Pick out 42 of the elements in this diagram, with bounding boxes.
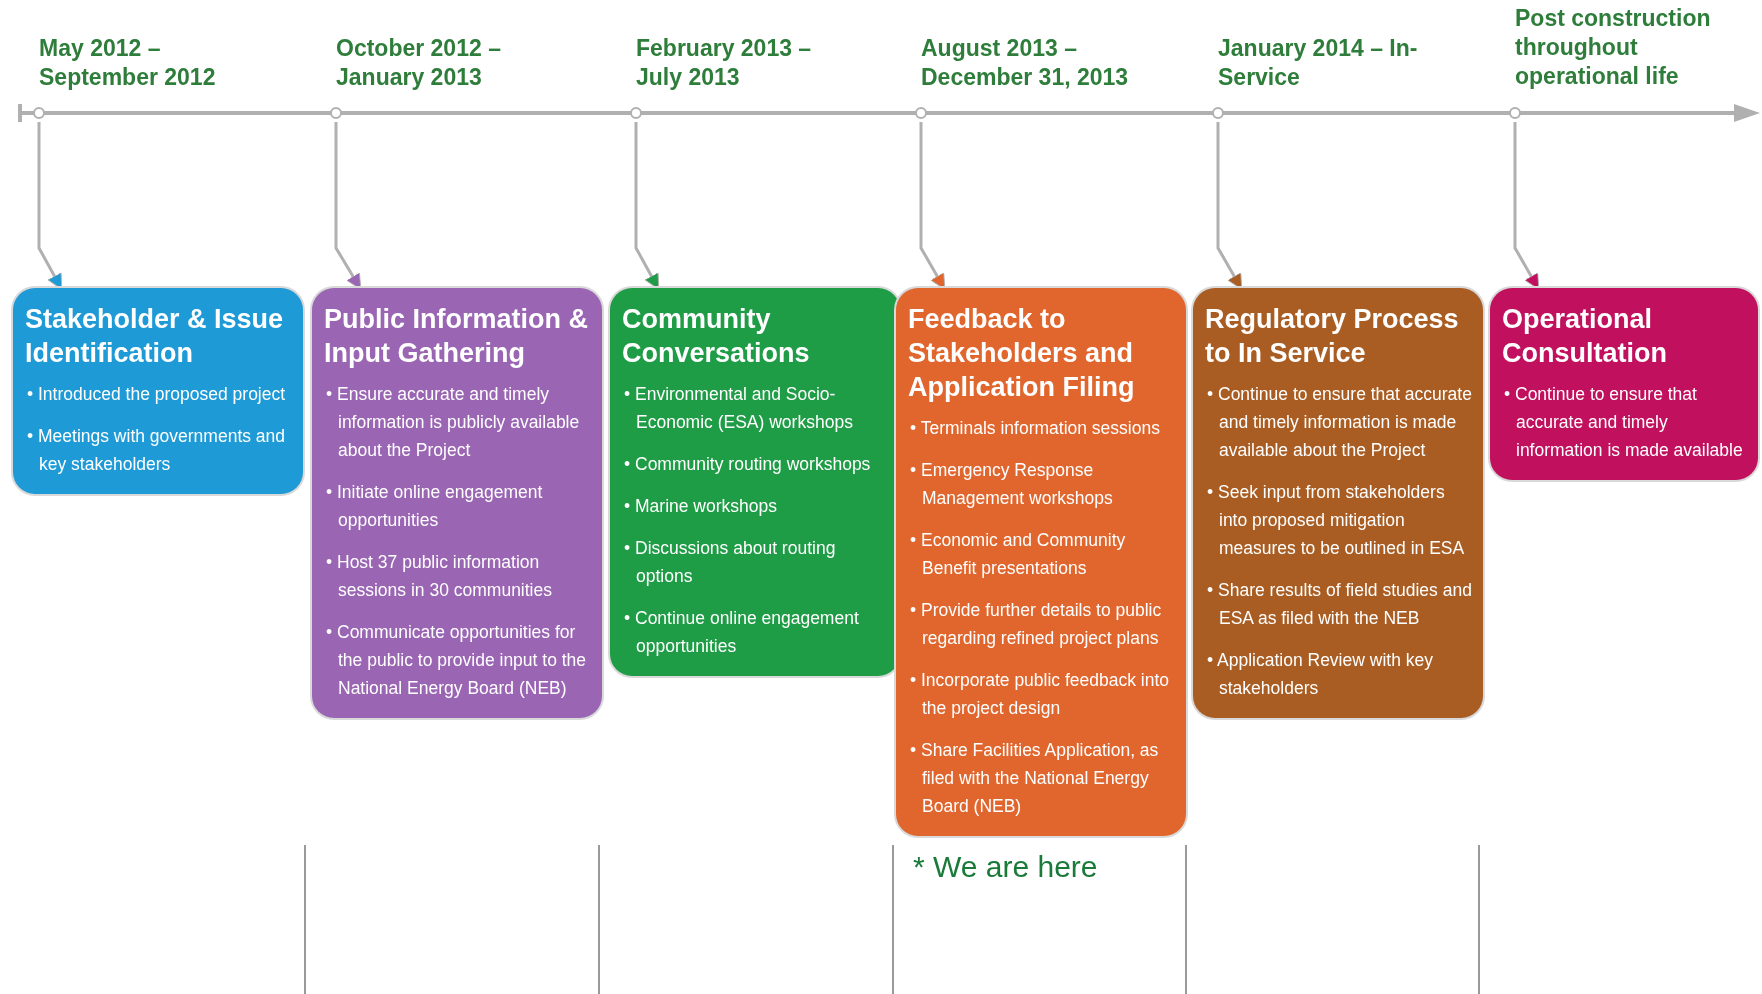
bullet-item: • Seek input from stakeholders into proposed mitigation measures to be outlined in ESA — [1207, 481, 1466, 560]
date-label: May 2012 – September 2012 — [39, 34, 217, 92]
card-heading: Stakeholder & Issue Identification — [25, 303, 285, 370]
bullet-item: • Continue to ensure that accurate and timely information is made available about the Project — [1207, 383, 1473, 462]
note-text: * We are here — [913, 850, 1098, 884]
date-label: August 2013 – December 31, 2013 — [921, 34, 1130, 92]
date-label: October 2012 – January 2013 — [336, 34, 502, 92]
card-heading: Regulatory Process to In Service — [1205, 303, 1460, 370]
bullet-item: • Discussions about routing options — [624, 537, 837, 588]
date-label: Post construction throughout operational life — [1515, 4, 1712, 91]
phase-card — [610, 288, 900, 676]
date-label: February 2013 – July 2013 — [636, 34, 813, 92]
card-heading: Community Conversations — [622, 303, 811, 370]
bullet-item: • Provide further details to public regarding refined project plans — [910, 599, 1163, 650]
bullet-item: • Community routing workshops — [624, 453, 872, 476]
bullet-item: • Environmental and Socio-Economic (ESA) workshops — [624, 383, 854, 434]
phase-card — [1193, 288, 1483, 718]
bullet-item: • Host 37 public information sessions in 30 communities — [326, 551, 553, 602]
bullet-item: • Meetings with governments and key stakeholders — [27, 425, 287, 476]
bullet-item: • Ensure accurate and timely information is publicly available about the Project — [326, 383, 581, 462]
bullet-item: • Introduced the proposed project — [27, 383, 287, 406]
bullet-item: • Application Review with key stakeholders — [1207, 649, 1434, 700]
timeline-bar — [18, 104, 1760, 122]
bullet-item: • Continue to ensure that accurate and timely information is made available — [1504, 383, 1744, 462]
bullet-item: • Communicate opportunities for the public to provide input to the National Energy Board (NEB) — [326, 621, 588, 700]
bullet-item: • Incorporate public feedback into the project design — [910, 669, 1171, 720]
phase-card — [312, 288, 602, 718]
card-heading: Feedback to Stakeholders and Application Filing — [908, 303, 1136, 404]
phase-card — [896, 288, 1186, 836]
date-label: January 2014 – In-Service — [1218, 34, 1419, 92]
bullet-item: • Terminals information sessions — [910, 417, 1161, 440]
bullet-item: • Initiate online engagement opportunities — [326, 481, 544, 532]
bullet-item: • Marine workshops — [624, 495, 778, 518]
card-heading: Public Information & Input Gathering — [324, 303, 589, 370]
bullet-item: • Share Facilities Application, as filed with the National Energy Board (NEB) — [910, 739, 1160, 818]
phase-card — [1490, 288, 1758, 480]
bullet-item: • Emergency Response Management workshops — [910, 459, 1114, 510]
phase-card — [13, 288, 303, 494]
bullet-item: • Share results of field studies and ESA as filed with the NEB — [1207, 579, 1473, 630]
card-heading: Operational Consultation — [1502, 303, 1668, 370]
bullet-item: • Continue online engagement opportunities — [624, 607, 860, 658]
bullet-item: • Economic and Community Benefit presentations — [910, 529, 1127, 580]
